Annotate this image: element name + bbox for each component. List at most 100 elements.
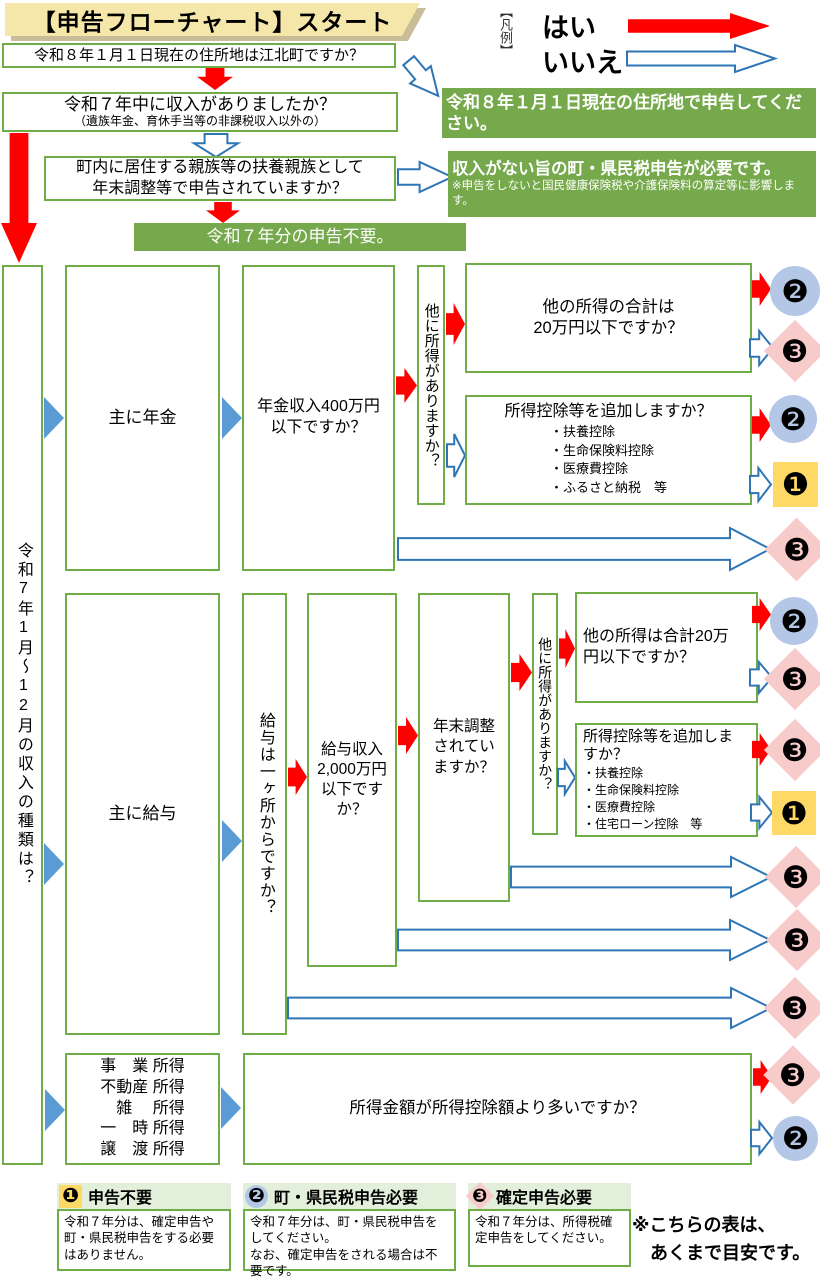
badge-3-glyph: ❸ — [781, 661, 809, 697]
income-type: 不動産 所得 — [100, 1078, 185, 1096]
badge-1-icon: ❶ — [59, 1184, 82, 1208]
result-citizen-tax-note: ※申告をしないと国民健康保険税や介護保険料の算定等に影響します。 — [452, 180, 796, 208]
badge-3-glyph: ❸ — [779, 1057, 807, 1093]
yes-arrow-down-icon — [197, 68, 233, 90]
yes-arrow-icon — [752, 272, 771, 306]
result-badge-3: ❸ — [764, 517, 820, 582]
badge-1-glyph: ❶ — [780, 795, 808, 831]
yes-arrow-icon — [288, 759, 307, 795]
branch-triangle-salary-icon — [44, 843, 64, 885]
no-arrow-diagonal-icon — [398, 52, 448, 105]
badge-3-glyph: ❸ — [472, 1186, 488, 1206]
yes-arrow-icon — [752, 598, 771, 631]
result-legend-1-body: 令和７年分は、確定申告や町・県民税申告をする必要はありません。 — [57, 1209, 231, 1271]
result-badge-3: ❸ — [763, 976, 820, 1040]
yes-arrow-down2-icon — [206, 202, 240, 223]
badge-3-icon: ❸ — [465, 1181, 495, 1211]
result-badge-2: ❷ — [773, 1116, 818, 1161]
result-legend-2-body: 令和７年分は、町・県民税申告をしてください。 なお、確定申告をされる場合は不要で… — [243, 1209, 456, 1277]
list-item: ・扶養控除 — [583, 766, 644, 781]
legend-yes-label: はい — [542, 13, 596, 43]
badge-3-glyph: ❸ — [782, 859, 810, 895]
list-item: ・医療費控除 — [549, 461, 628, 477]
income-type: 雑 所得 — [100, 1099, 185, 1117]
income-type-question: 令和7年1月～12月の収入の種類は？ — [2, 265, 43, 1165]
no-arrow-long-icon — [397, 918, 773, 962]
question-dependent: 町内に居住する親族等の扶養親族として 年末調整等で申告されていますか？ — [44, 156, 396, 201]
no-arrow-icon — [749, 659, 774, 696]
result-badge-3: ❸ — [763, 718, 820, 782]
result-citizen-tax-text: 収入がない旨の町・県民税申告が必要です。 — [452, 159, 781, 178]
question-salary-deductions: 所得控除等を追加しま すか？ ・扶養控除 ・生命保険料控除 ・医療費控除 ・住宅… — [575, 723, 758, 837]
question-pension-amount: 年金収入400万円 以下ですか？ — [242, 265, 395, 571]
question-salary-other-total: 他の所得は合計20万 円以下ですか？ — [575, 592, 758, 703]
question-salary-single-source: 給与は一ヶ所からですか？ — [242, 593, 287, 1035]
result-legend-1-header: ❶ 申告不要 — [57, 1183, 231, 1209]
badge-2-glyph: ❷ — [248, 1185, 265, 1207]
yes-arrow-icon — [752, 733, 771, 766]
badge-3-glyph: ❸ — [781, 990, 809, 1026]
no-arrow-icon — [749, 465, 773, 504]
branch-triangle-pension-icon — [44, 397, 64, 439]
branch-salary: 主に給与 — [65, 593, 220, 1035]
no-arrow-right-icon — [397, 160, 455, 194]
result-legend-3-body: 令和７年分は、所得税確定申告をしてください。 — [468, 1209, 631, 1267]
branch-triangle-business-icon — [45, 1089, 65, 1131]
badge-1-glyph: ❶ — [781, 467, 810, 502]
result-badge-2: ❷ — [770, 597, 818, 645]
page-title: 【申告フローチャート】スタート — [5, 3, 420, 36]
pension-deductions-title: 所得控除等を追加しますか？ — [504, 402, 713, 420]
disclaimer-note: ※こちらの表は、 あくまで目安です。 — [632, 1215, 811, 1263]
no-arrow-icon — [557, 757, 577, 798]
income-type: 譲 渡 所得 — [100, 1141, 185, 1159]
income-type: 一 時 所得 — [100, 1120, 185, 1138]
badge-3-glyph: ❸ — [781, 732, 809, 768]
branch-triangle-business2-icon — [221, 1087, 241, 1129]
no-arrow-icon — [446, 433, 467, 478]
result-legend-3-header: ❸ 確定申告必要 — [465, 1181, 631, 1211]
branch-triangle-pension2-icon — [222, 397, 242, 439]
question-address: 令和８年１月１日現在の住所地は江北町ですか？ — [2, 43, 396, 68]
branch-triangle-salary2-icon — [222, 820, 242, 862]
result-badge-3: ❸ — [764, 845, 820, 909]
question-income-note: （遺族年金、育休手当等の非課税収入以外の） — [73, 113, 326, 128]
yes-arrow-big-down-icon — [1, 133, 37, 263]
result-badge-3: ❸ — [763, 1045, 820, 1105]
result-badge-3: ❸ — [763, 647, 820, 711]
no-arrow-icon — [750, 1119, 774, 1157]
result-badge-1: ❶ — [773, 462, 818, 507]
yes-arrow-icon — [753, 1060, 772, 1094]
yes-arrow-icon — [396, 368, 417, 403]
no-arrow-long-icon — [287, 986, 774, 1030]
yes-arrow-icon — [559, 629, 575, 668]
badge-2-glyph: ❷ — [779, 401, 807, 437]
question-salary-other-income: 他に所得がありますか？ — [532, 593, 558, 835]
yes-arrow-icon — [446, 303, 465, 345]
result-badge-3: ❸ — [763, 319, 820, 383]
yes-arrow-icon — [511, 654, 532, 691]
question-year-end-adjustment: 年末調整 されてい ますか？ — [418, 593, 510, 902]
result-legend-2-header: ❷ 町・県民税申告必要 — [243, 1183, 456, 1209]
result-badge-1: ❶ — [772, 791, 816, 835]
question-pension-other-income: 他に所得がありますか？ — [417, 265, 445, 505]
result-legend-2-title: 町・県民税申告必要 — [274, 1190, 419, 1207]
list-item: ・扶養控除 — [549, 423, 615, 439]
list-item: ・住宅ローン控除 等 — [583, 816, 703, 831]
legend-no-arrow-icon — [626, 43, 779, 74]
salary-deductions-title: 所得控除等を追加しま すか？ — [583, 727, 734, 764]
legend-caption: 【凡例】 — [498, 5, 513, 57]
question-pension-deductions: 所得控除等を追加しますか？ ・扶養控除 ・生命保険料控除 ・医療費控除 ・ふるさ… — [465, 395, 752, 505]
badge-2-icon: ❷ — [245, 1184, 268, 1208]
result-badge-2: ❷ — [770, 266, 820, 316]
badge-2-glyph: ❷ — [780, 603, 808, 639]
legend-no-label: いいえ — [542, 48, 623, 78]
yes-arrow-icon — [752, 408, 771, 442]
question-income-main: 令和７年中に収入がありましたか？ — [64, 95, 336, 115]
question-income: 令和７年中に収入がありましたか？ （遺族年金、育休手当等の非課税収入以外の） — [2, 92, 398, 132]
result-citizen-tax-needed: 収入がない旨の町・県民税申告が必要です。 ※申告をしないと国民健康保険税や介護保… — [448, 151, 816, 217]
list-item: ・ふるさと納税 等 — [549, 480, 667, 496]
question-pension-other-total: 他の所得の合計は 20万円以下ですか？ — [465, 263, 752, 373]
list-item: ・生命保険料控除 — [549, 442, 654, 458]
badge-3-glyph: ❸ — [782, 531, 811, 567]
